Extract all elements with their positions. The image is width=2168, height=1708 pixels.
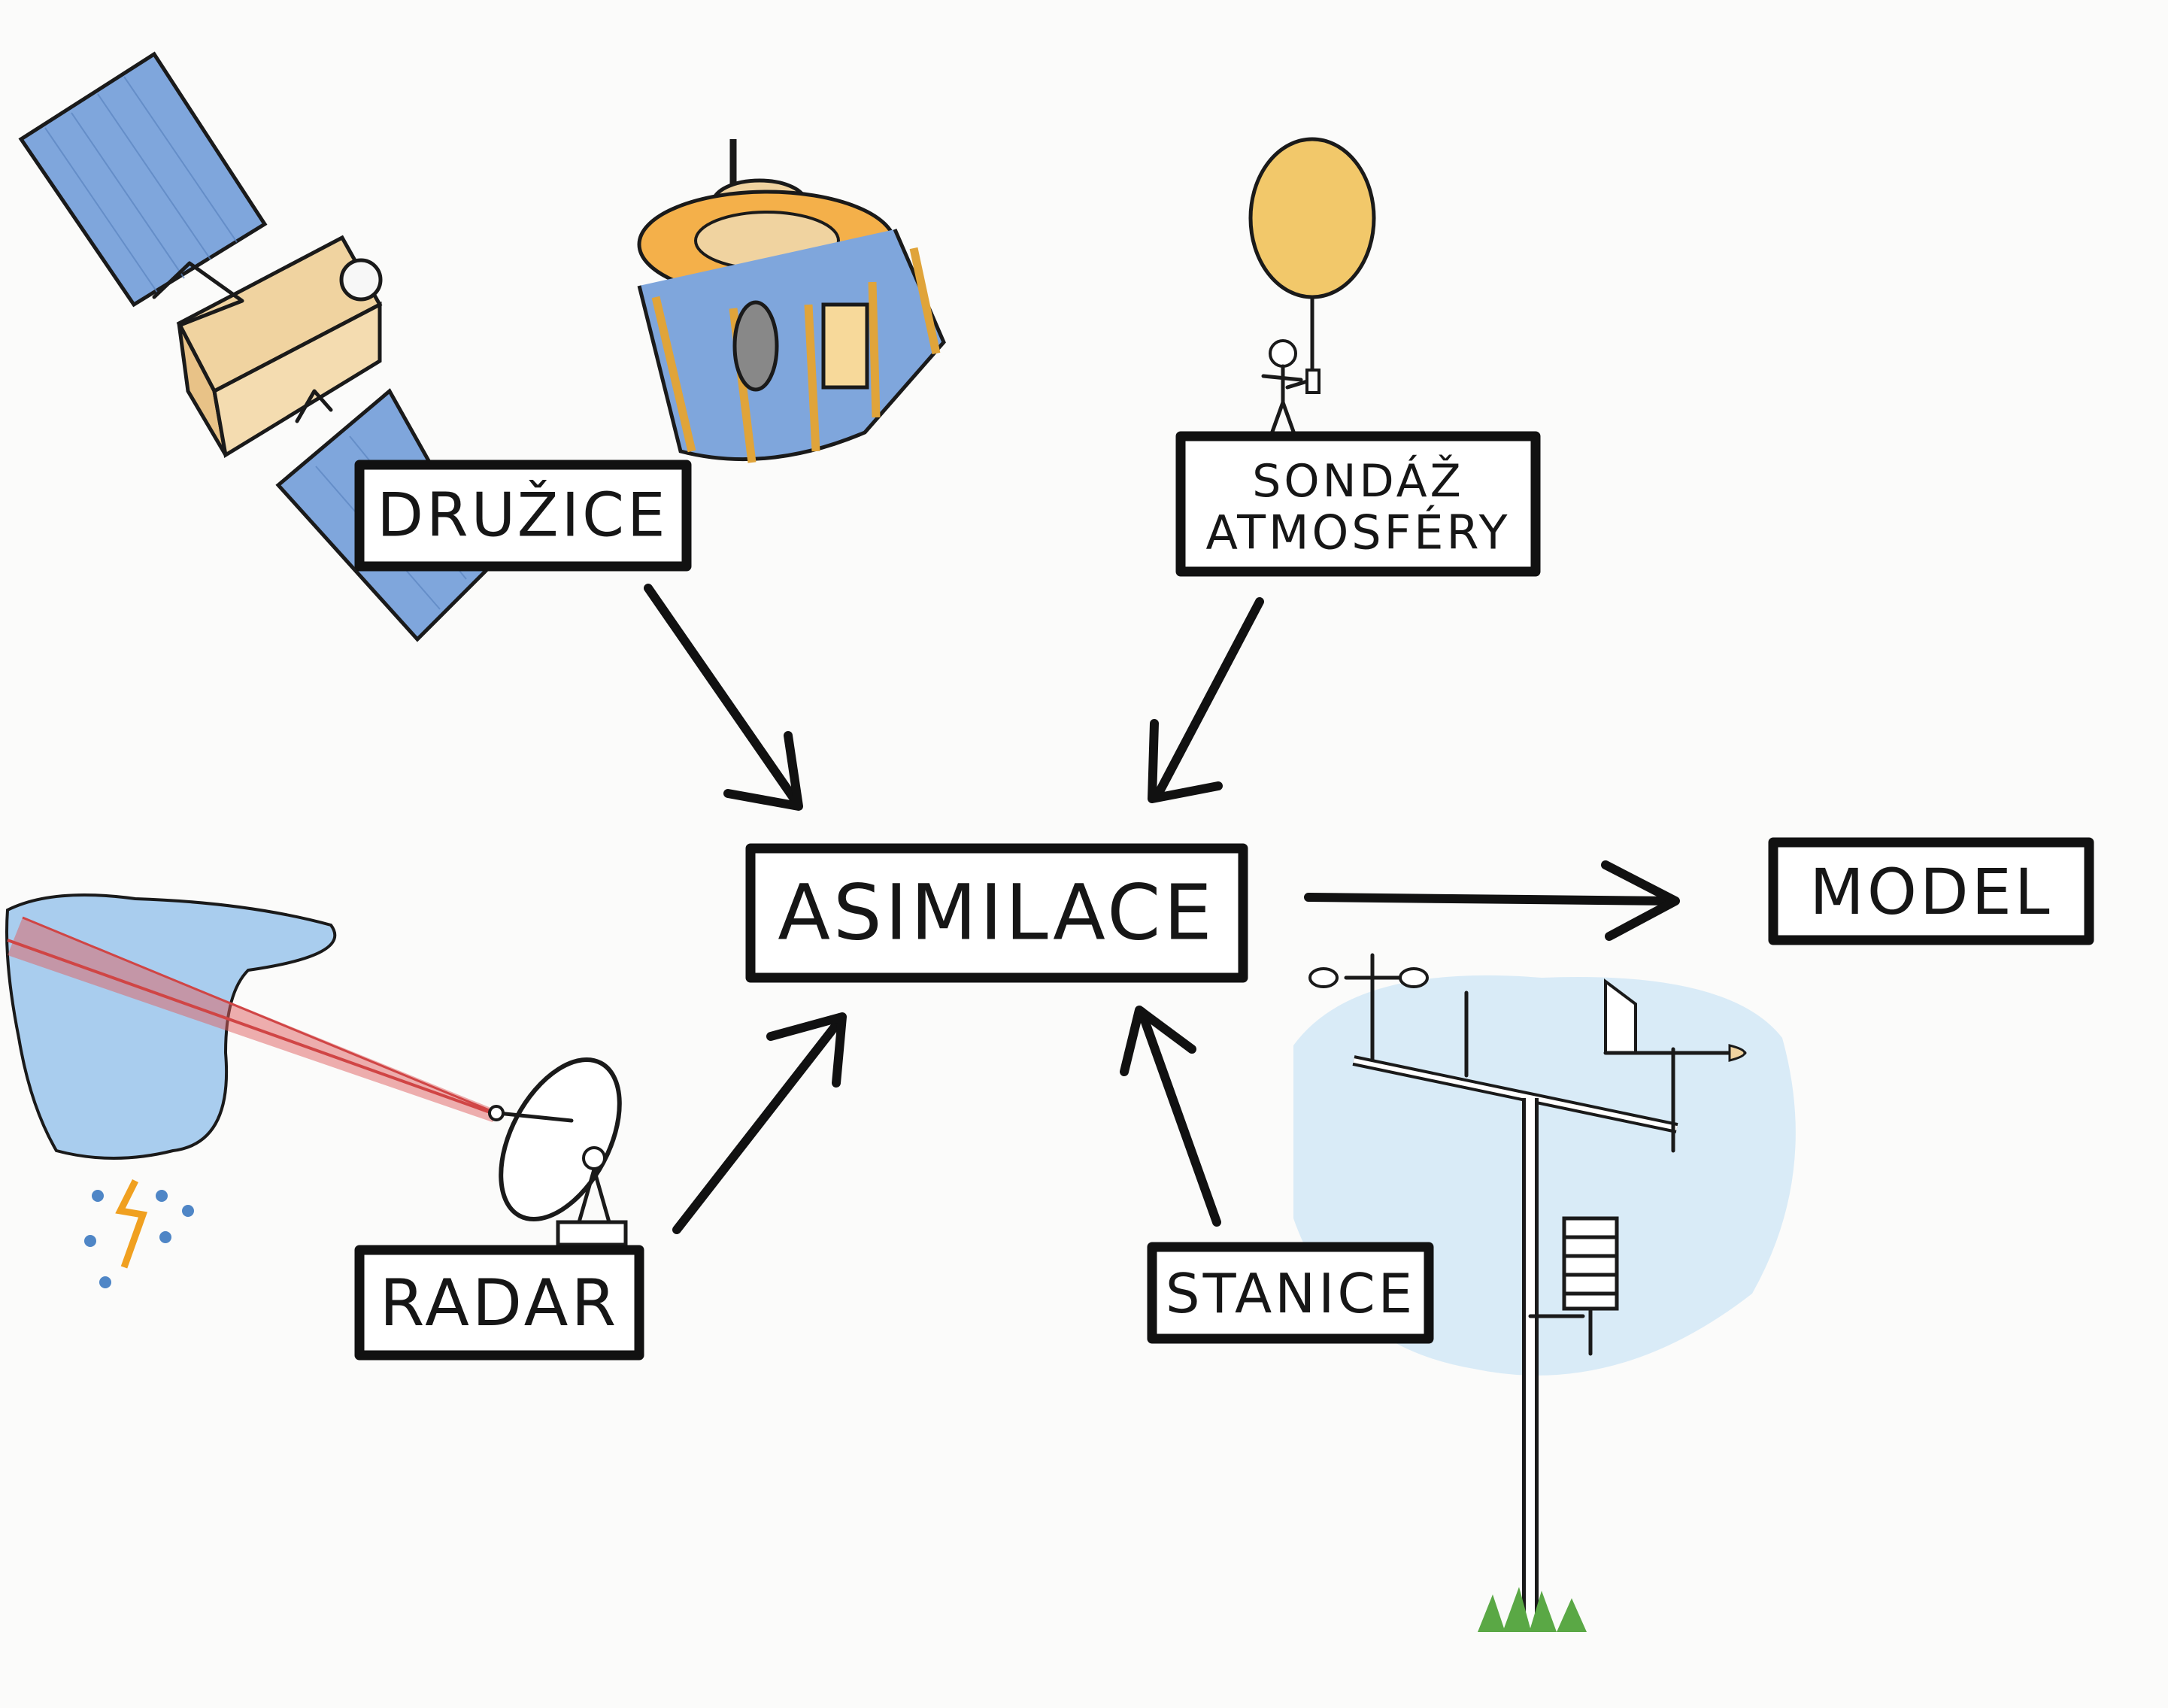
- arrow-asimilace-to-model: [1304, 860, 1680, 941]
- arrow-stanice-to-asimilace: [1120, 1006, 1221, 1227]
- arrow-druzice-to-asimilace: [644, 584, 803, 811]
- node-sonda-label-line1: SONDÁŽ: [1252, 454, 1464, 508]
- polar-satellite-illustration: [18, 51, 492, 642]
- node-model: MODEL: [1768, 837, 2094, 945]
- node-radar-label: RADAR: [380, 1266, 619, 1341]
- node-asimilace-label: ASIMILACE: [778, 869, 1215, 958]
- node-stanice-label: STANICE: [1166, 1262, 1415, 1325]
- arrow-sonda-to-asimilace: [1148, 597, 1264, 803]
- node-sonda-label-line2: ATMOSFÉRY: [1206, 505, 1511, 560]
- radar-illustration: [5, 893, 628, 1288]
- node-druzice: DRUŽICE: [354, 460, 692, 572]
- node-druzice-label: DRUŽICE: [377, 480, 668, 551]
- node-stanice: STANICE: [1147, 1242, 1434, 1344]
- node-asimilace: ASIMILACE: [745, 843, 1248, 983]
- weather-balloon-illustration: [1177, 137, 1536, 445]
- geostationary-satellite-illustration: [637, 139, 946, 463]
- node-sonda-atmosfery: SONDÁŽ ATMOSFÉRY: [1175, 431, 1541, 577]
- node-radar: RADAR: [354, 1245, 644, 1361]
- node-model-label: MODEL: [1809, 855, 2052, 929]
- arrow-radar-to-asimilace: [672, 1012, 847, 1234]
